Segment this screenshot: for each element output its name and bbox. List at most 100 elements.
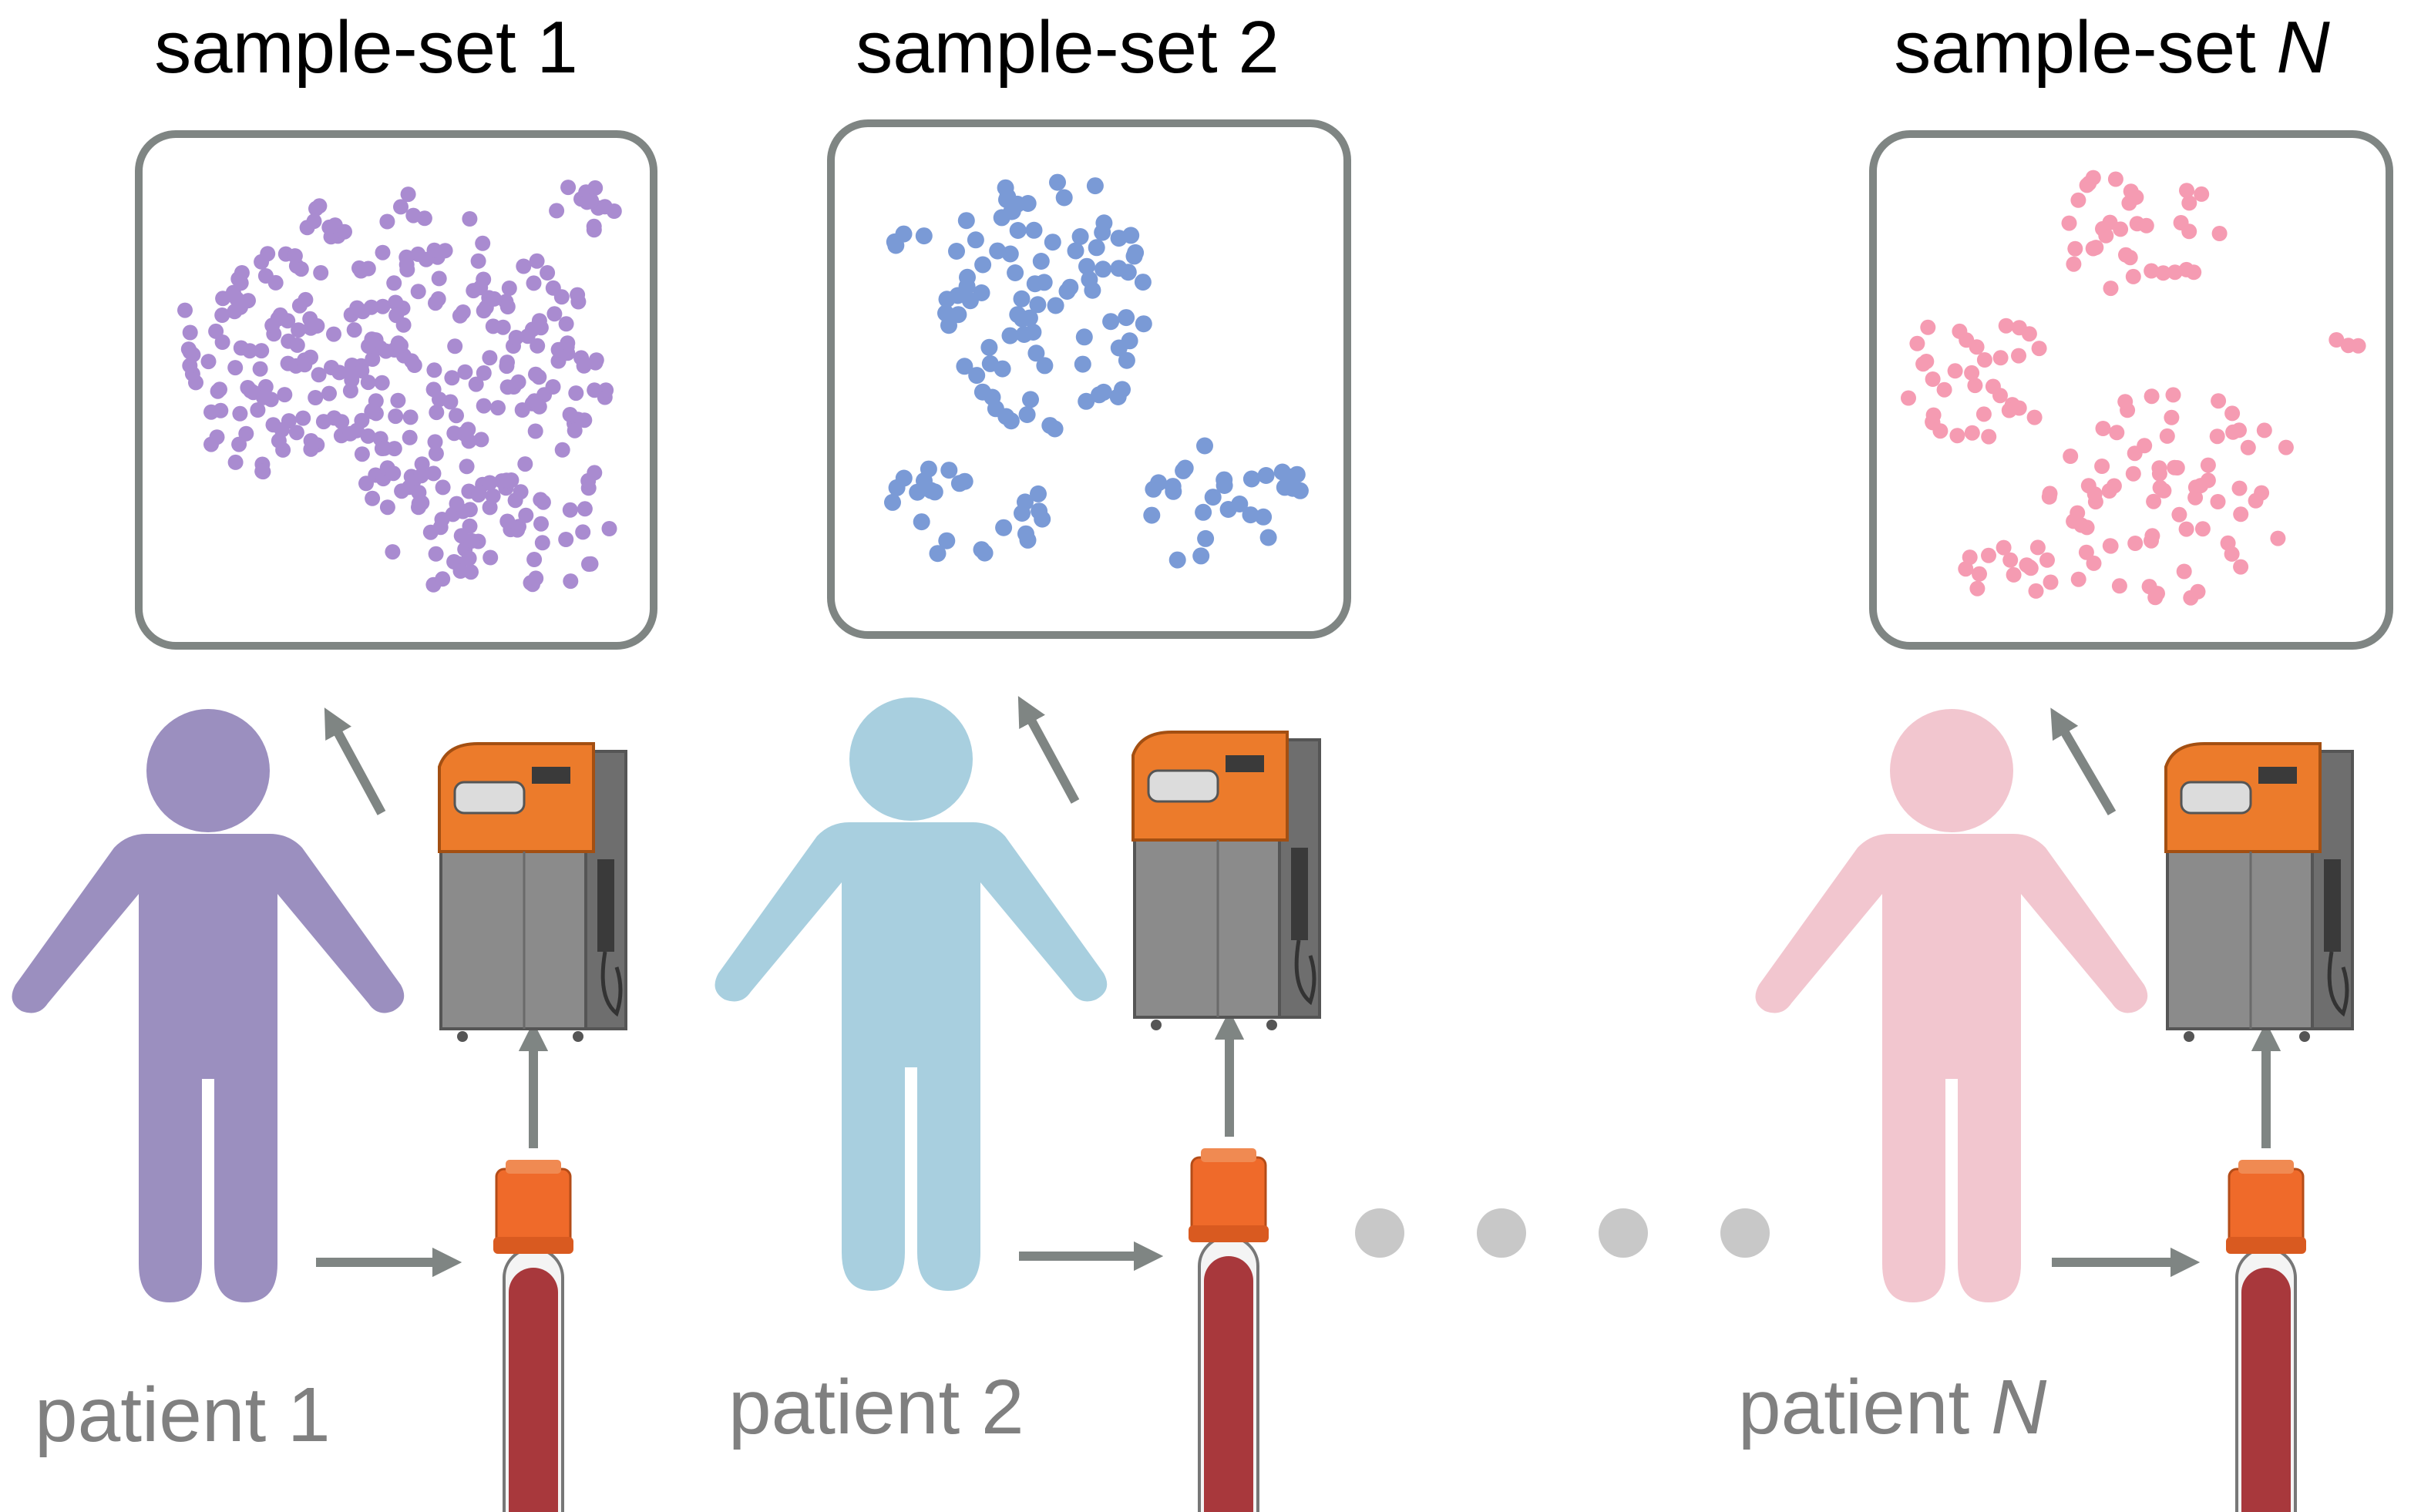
cell-dot bbox=[2095, 421, 2111, 436]
cell-dot bbox=[546, 306, 563, 322]
cell-dot bbox=[462, 211, 478, 227]
cell-dot bbox=[398, 249, 415, 265]
cell-dot bbox=[486, 291, 503, 307]
cell-dot bbox=[394, 483, 410, 499]
cell-dot bbox=[1018, 406, 1036, 423]
cell-dot bbox=[372, 340, 388, 356]
cell-dot bbox=[388, 294, 404, 311]
blood-tube-icon bbox=[2226, 1160, 2306, 1512]
cell-dot bbox=[1981, 428, 1997, 445]
cell-dot bbox=[940, 462, 958, 479]
cell-dot bbox=[365, 351, 381, 367]
cell-dot bbox=[526, 552, 543, 567]
cell-dot bbox=[1007, 264, 1024, 281]
cell-dot bbox=[1958, 561, 1974, 577]
cell-dot bbox=[435, 571, 451, 587]
cell-dot bbox=[1078, 392, 1095, 410]
cell-dot bbox=[1009, 222, 1027, 239]
cell-dot bbox=[457, 364, 473, 380]
cell-dot bbox=[562, 502, 578, 518]
cell-dot bbox=[1118, 309, 1135, 327]
cell-dot bbox=[2165, 387, 2181, 403]
cell-dot bbox=[956, 472, 973, 490]
cell-dot bbox=[1947, 363, 1963, 379]
cell-dot bbox=[393, 199, 409, 215]
cell-dot bbox=[427, 434, 443, 450]
person-icon bbox=[715, 697, 1108, 1291]
cell-dot bbox=[1110, 339, 1128, 357]
ellipsis-dot bbox=[1599, 1208, 1648, 1258]
cell-dot bbox=[256, 389, 271, 405]
patient-label-2: patient 2 bbox=[728, 1364, 1024, 1450]
cell-dot bbox=[264, 318, 281, 334]
cell-dot bbox=[2066, 256, 2082, 272]
cell-dot bbox=[540, 265, 556, 281]
cell-dot bbox=[291, 322, 307, 338]
cell-dot bbox=[2211, 393, 2227, 409]
cell-dot bbox=[2329, 332, 2345, 348]
cell-dot bbox=[227, 454, 244, 470]
cell-dot bbox=[2231, 422, 2247, 438]
cell-dot bbox=[2350, 338, 2366, 354]
cell-dot bbox=[442, 394, 459, 410]
cell-dot bbox=[1001, 245, 1019, 263]
cell-dot bbox=[888, 479, 906, 496]
cell-dot bbox=[254, 343, 270, 359]
cell-dot bbox=[1949, 428, 1965, 444]
cell-dot bbox=[1219, 501, 1237, 518]
patient-label-1: patient 1 bbox=[35, 1372, 331, 1458]
cell-dot bbox=[577, 501, 593, 517]
cell-dot bbox=[995, 519, 1013, 536]
cell-dot bbox=[2029, 539, 2046, 556]
cell-dot bbox=[533, 492, 549, 508]
cell-dot bbox=[2081, 175, 2097, 191]
cell-dot bbox=[1925, 407, 1942, 423]
cell-dot bbox=[413, 468, 429, 484]
cell-dot bbox=[2070, 505, 2086, 521]
cell-dot bbox=[2109, 425, 2125, 441]
cell-dot bbox=[997, 408, 1015, 425]
cell-dot bbox=[528, 570, 544, 586]
column-2: sample-set 2 pati bbox=[715, 6, 1351, 1512]
cell-dot bbox=[449, 496, 465, 512]
cell-dot bbox=[475, 235, 491, 251]
cell-dot bbox=[485, 318, 501, 334]
cell-dot bbox=[529, 253, 545, 269]
cell-dot bbox=[1071, 228, 1089, 245]
cell-dot bbox=[345, 365, 361, 381]
cell-dot bbox=[1024, 324, 1042, 341]
cell-dot bbox=[2151, 465, 2167, 482]
cell-dot bbox=[2146, 493, 2162, 509]
cell-dot bbox=[227, 360, 244, 376]
cell-dot bbox=[298, 291, 314, 307]
cell-dot bbox=[354, 412, 370, 428]
cell-dot bbox=[501, 281, 517, 296]
cell-dot bbox=[446, 425, 462, 442]
cell-dot bbox=[598, 382, 614, 398]
cell-dot bbox=[2002, 552, 2019, 568]
cell-dot bbox=[1972, 566, 1987, 582]
cell-dot bbox=[1110, 230, 1128, 247]
cell-dot bbox=[549, 203, 565, 219]
cell-dot bbox=[915, 227, 933, 245]
cell-dot bbox=[295, 410, 311, 426]
cell-dot bbox=[581, 556, 597, 572]
cell-dot bbox=[1257, 467, 1275, 484]
cell-dot bbox=[929, 545, 947, 563]
cell-dot bbox=[2125, 465, 2141, 482]
cell-dot bbox=[2187, 489, 2204, 506]
scatter-panel-n bbox=[1869, 130, 2393, 650]
cell-dot bbox=[2043, 574, 2059, 590]
cell-dot bbox=[926, 483, 943, 501]
cell-dot bbox=[511, 519, 526, 535]
cell-dot bbox=[203, 404, 219, 420]
scatter-dots-1 bbox=[177, 180, 622, 593]
cell-dot bbox=[1061, 278, 1079, 296]
cell-dot bbox=[254, 463, 271, 479]
cell-dot bbox=[516, 258, 532, 274]
cell-dot bbox=[453, 528, 469, 544]
cell-dot bbox=[956, 358, 973, 375]
cell-dot bbox=[1046, 420, 1064, 438]
cell-dot bbox=[950, 306, 967, 324]
cell-dot bbox=[1143, 506, 1161, 524]
